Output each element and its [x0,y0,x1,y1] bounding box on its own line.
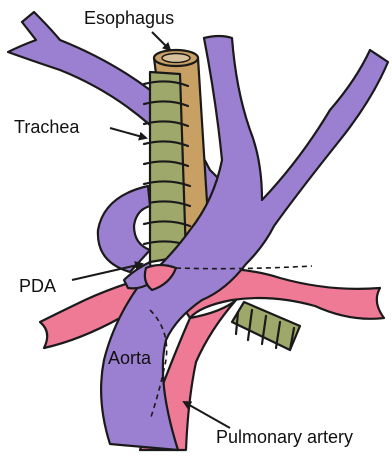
bronchus-shape [232,302,300,350]
label-aorta: Aorta [108,348,152,368]
label-esophagus: Esophagus [84,8,174,28]
aortic-arch-shape [98,186,150,272]
pulmonary-artery-arrow [184,402,230,428]
esophagus-arrow [152,32,170,50]
label-pulmonary-artery: Pulmonary artery [216,427,353,447]
label-pda: PDA [19,276,56,296]
label-trachea: Trachea [14,117,80,137]
trachea-arrow [110,128,146,138]
